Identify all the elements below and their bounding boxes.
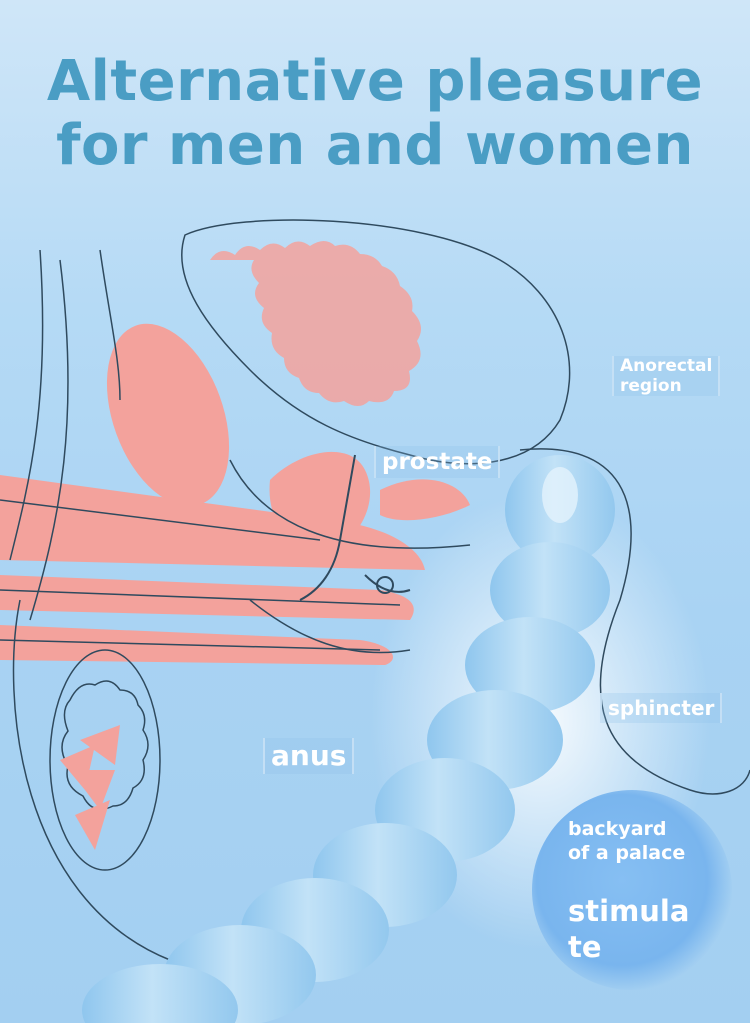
label-stimulate-line-1: stimula	[568, 894, 690, 928]
headline: Alternative pleasure for men and women	[0, 50, 750, 178]
penis-band-top	[0, 475, 425, 570]
label-backyard: backyard of a palace	[568, 817, 685, 865]
label-anorectal-line-2: region	[620, 376, 682, 396]
pubic-bone	[106, 323, 230, 507]
beaded-product	[82, 455, 615, 1023]
headline-line-2: for men and women	[56, 113, 694, 178]
label-backyard-line-2: of a palace	[568, 842, 686, 864]
label-stimulate-line-2: te	[568, 930, 602, 964]
scrotum-outline	[49, 649, 161, 871]
label-stimulate: stimula te	[568, 893, 689, 965]
highlight-circle	[532, 790, 732, 990]
label-prostate: prostate	[374, 446, 501, 478]
testis-tissue	[60, 725, 120, 850]
label-anorectal-line-1: Anorectal	[620, 356, 713, 376]
rectum-outline	[519, 448, 750, 795]
label-backyard-line-1: backyard	[568, 818, 667, 840]
urethra-opening	[376, 576, 394, 594]
label-anus: anus	[263, 738, 355, 774]
label-sphincter: sphincter	[600, 693, 723, 723]
label-anorectal-region: Anorectal region	[612, 356, 721, 396]
seminal-vesicle	[380, 479, 470, 521]
bladder-tissue	[210, 241, 421, 406]
headline-line-1: Alternative pleasure	[46, 49, 704, 114]
